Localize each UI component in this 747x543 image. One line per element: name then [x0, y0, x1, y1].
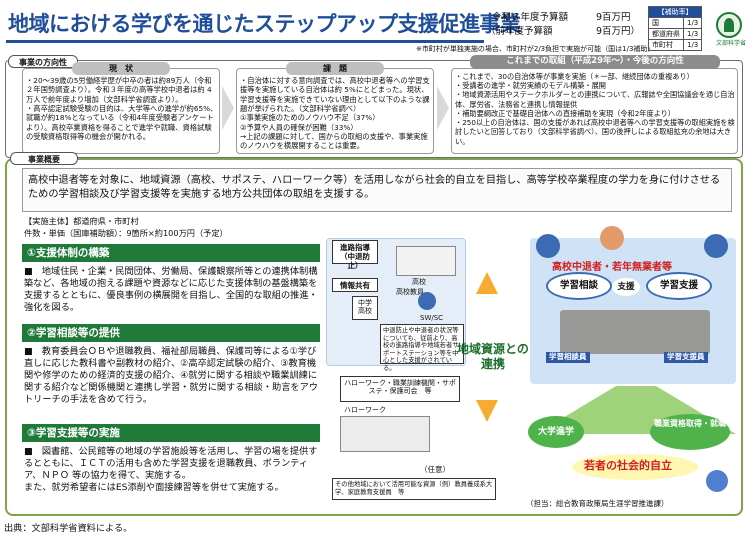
subsidy-row-label: 市町村: [648, 39, 684, 51]
hellowork-label: ハローワーク: [344, 406, 386, 414]
section-3-heading: ③学習支援等の実施: [22, 424, 320, 442]
subsidy-row-value: 1/3: [682, 39, 703, 51]
graduate-person-icon: [706, 470, 728, 492]
summary-box: [22, 168, 732, 212]
summary-text: 高校中退者等を対象に、地域資源（高校、サポステ、ハローワーク等）を活用しながら社…: [28, 175, 721, 201]
prevention-note: 中退防止や中退者の状況等についても、従前より、高校の進路指導や地域若者サポートス…: [380, 324, 464, 372]
teacher-label: 高校教員: [396, 288, 424, 296]
implementer-text: 【実施主体】都道府県・市町村: [24, 216, 139, 226]
independence-highlight: [572, 454, 698, 480]
ministry-logo-icon: [716, 12, 742, 38]
center-label: 地域資源との連携: [457, 342, 529, 371]
responsible-label: （担当：総合教育政策局生涯学習推進課）: [526, 499, 669, 508]
consultant-person-icon: [536, 234, 560, 258]
budget-current-value: 9百万円: [596, 12, 631, 23]
effort-box: [451, 68, 738, 154]
hellowork-building-icon: [340, 416, 430, 452]
optional-label: （任意）: [420, 465, 450, 474]
title-underline: [6, 40, 484, 43]
independence-label: 若者の社会的自立: [584, 459, 672, 472]
subsidy-note: ※市町村が単独実施の場合、市町村が2/3負担で実施が可能（国は1/3補助）: [416, 45, 655, 53]
univ-label: 大学進学: [528, 416, 584, 448]
subsidy-table-header: 【補助率】: [647, 6, 703, 18]
high-school-label: 高校: [412, 278, 426, 286]
sw-label: SW/SC: [420, 314, 444, 322]
source-note: 出典：文部科学省資料による。: [4, 523, 133, 534]
support-staff-label: 学習支援員: [664, 352, 708, 363]
section-3-text: ■ 図書館、公民館等の地域の学習施設等を活用し、学習の場を提供するとともに、ＩＣ…: [24, 446, 318, 493]
youth-person-icon: [600, 226, 624, 250]
support-label: 支援: [612, 278, 640, 296]
subsidy-row-label: 国: [648, 17, 684, 29]
section-2-text: ■ 教育委員会ＯＢや退職教員、福祉部局職員、保護司等による①学び直しに応じた教科…: [24, 346, 318, 405]
subsidy-row-value: 1/3: [682, 17, 703, 29]
budget-previous-label: （前年度予算額: [486, 26, 553, 37]
status-box: [22, 68, 220, 154]
status-text: ・20～39歳の5労働経学歴が中卒の者は約89万人（令和２年国勢調査より）。令和…: [26, 76, 218, 141]
status-tab: 現 状: [72, 62, 170, 75]
job-label: 職業資格取得・就職: [650, 414, 730, 450]
issue-tab: 課 題: [286, 62, 384, 75]
logo-text: 文部科学省: [716, 40, 747, 47]
target-label: 高校中退者・若年無業者等: [552, 262, 672, 273]
school-building-icon: [396, 246, 456, 276]
subsidy-row-label: 都道府県: [648, 28, 684, 40]
budget-previous-value: 9百万円）: [596, 26, 641, 37]
effort-text: ・これまで、30の自治体等が事業を実施（＊一部、継続団体の重複あり） ・受講者の…: [455, 72, 735, 146]
hellowork-note: ハローワーク・職業訓練機関・サポステ・保護司会 等: [340, 376, 460, 402]
classroom-image: [560, 310, 710, 354]
consult-staff-label: 学習相談員: [546, 352, 590, 363]
section-1-text: ■ 地域住民・企業・民間団体、労働局、保護観察所等との連携体制構築など、各地域の…: [24, 266, 318, 313]
budget-current-label: 令和６年度予算額: [492, 12, 569, 23]
effort-tab: これまでの取組（平成29年～）・今後の方向性: [470, 55, 720, 69]
section-1-heading: ①支援体制の構築: [22, 244, 320, 262]
overview-panel: [5, 158, 743, 516]
section-2-heading: ②学習相談等の提供: [22, 324, 320, 342]
junior-high-label: 中学 高校: [352, 296, 378, 320]
count-text: 件数・単価（国庫補助額）：9箇所×約100万円（予定）: [24, 228, 228, 238]
direction-tab: 事業の方向性: [8, 55, 78, 68]
guidance-label: 進路指導（中退防止）: [332, 240, 378, 270]
supporter-person-icon: [704, 234, 728, 258]
teacher-person-icon: [418, 292, 436, 310]
cooperation-note: その他地域において活用可能な資源（例）教員養成系大学、家庭教育支援員 等: [332, 478, 496, 500]
study-support-label: 学習支援: [646, 272, 712, 300]
overview-tab: 事業概要: [10, 152, 78, 165]
consult-label: 学習相談: [546, 272, 612, 300]
info-share-label: 情報共有: [332, 278, 378, 292]
issue-text: ・自治体に対する意向調査では、高校中退者等への学習支援等を実施している自治体は約…: [240, 76, 430, 151]
page-title: 地域における学びを通じたステップアップ支援促進事業: [8, 12, 521, 36]
subsidy-row-value: 1/3: [682, 28, 703, 40]
